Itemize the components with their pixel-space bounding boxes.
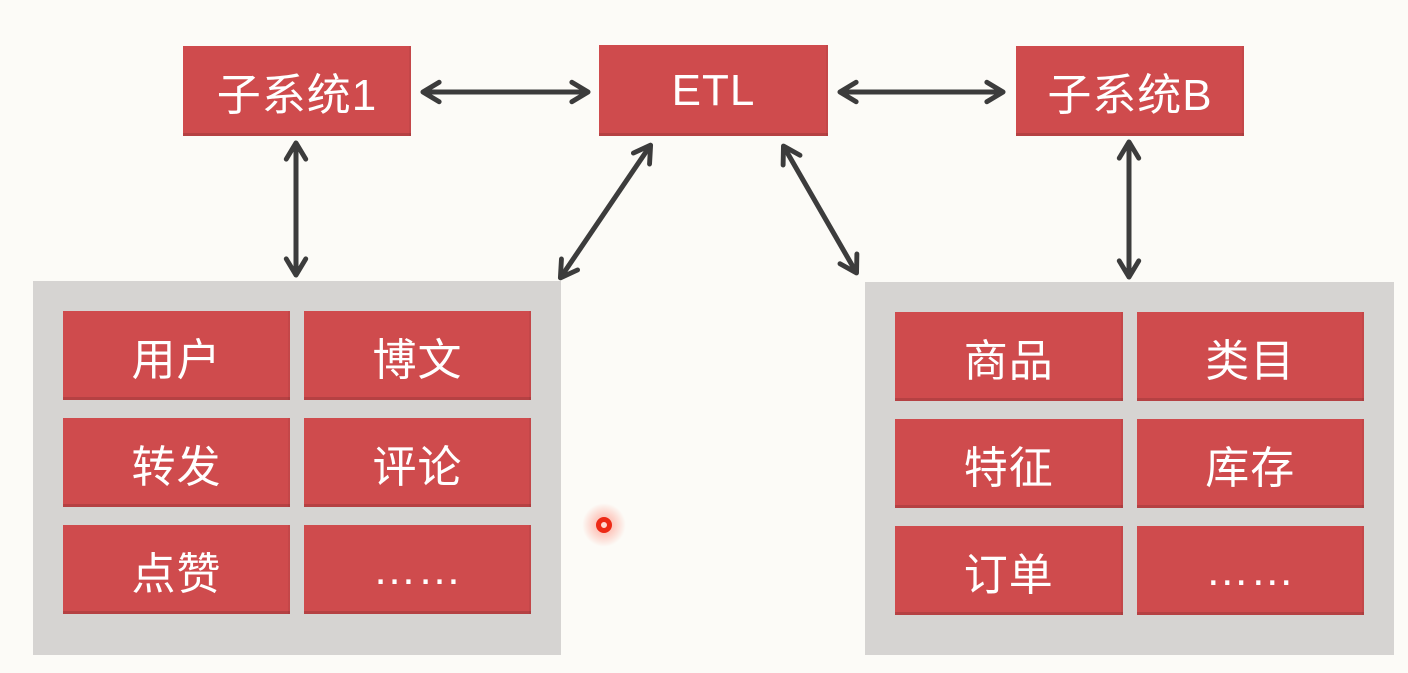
node-subsystemB: 子系统B [1016,46,1244,136]
entity-more-right: …… [1136,526,1364,615]
entity-more-left: …… [304,525,531,614]
arrow-etl-left-panel [557,142,654,281]
entity-product: 商品 [895,312,1123,401]
entity-inventory: 库存 [1136,419,1364,508]
laser-ring [596,517,612,533]
node-etl: ETL [599,45,828,136]
node-etl-label: ETL [671,65,756,115]
node-subsystem1-label: 子系统1 [216,71,378,120]
left-data-panel: 用户 博文 转发 评论 点赞 …… [33,281,561,655]
entity-repost: 转发 [63,418,290,507]
entity-user: 用户 [63,311,290,400]
arrow-etl-right-panel [780,143,860,276]
entity-feature: 特征 [895,419,1123,508]
laser-glow [582,503,626,547]
node-subsystem1: 子系统1 [183,46,411,136]
entity-blog-post: 博文 [304,311,531,400]
entity-like: 点赞 [63,525,290,614]
entity-order: 订单 [895,526,1123,615]
entity-category: 类目 [1136,312,1364,401]
entity-comment: 评论 [304,418,531,507]
right-data-panel: 商品 类目 特征 库存 订单 …… [865,282,1394,655]
node-subsystemB-label: 子系统B [1047,71,1213,120]
